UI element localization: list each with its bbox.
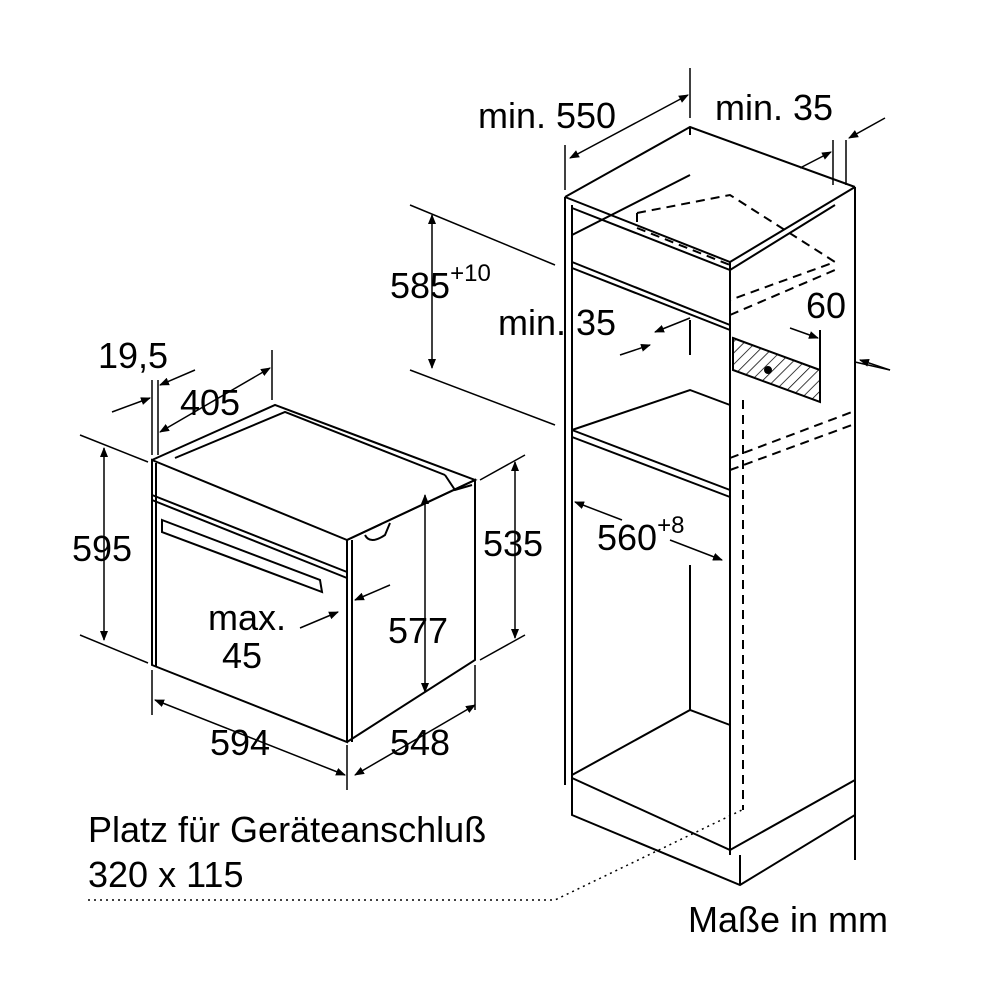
label-top-depth: 405 (180, 382, 241, 423)
label-handle-max: max. (208, 597, 287, 638)
niche-height-tolerance: +10 (450, 260, 491, 287)
cabinet (564, 125, 856, 887)
label-oven-height: 595 (72, 528, 133, 569)
dimension-lines (79, 68, 891, 901)
label-oven-width: 594 (210, 722, 271, 763)
note-units: Maße in mm (688, 899, 889, 940)
note-connection-size: 320 x 115 (88, 854, 244, 895)
note-connection-space: Platz für Geräteanschluß (88, 809, 487, 850)
label-niche-height: 585+10 (390, 262, 491, 306)
oven (151, 403, 478, 744)
niche-width-tolerance: +8 (657, 512, 685, 539)
label-niche-depth: min. 550 (478, 95, 617, 136)
label-shelf-gap: min. 35 (498, 302, 617, 343)
label-body-height: 535 (483, 523, 544, 564)
label-rear-gap: min. 35 (715, 87, 834, 128)
label-inner-height: 577 (388, 610, 449, 651)
label-oven-depth: 548 (390, 722, 451, 763)
label-handle-value: 45 (222, 635, 263, 676)
niche-height-value: 585 (390, 265, 451, 306)
label-niche-width: 560+8 (597, 514, 684, 558)
label-front-offset: 19,5 (98, 335, 169, 376)
label-vent-depth: 60 (806, 285, 847, 326)
niche-width-value: 560 (597, 517, 658, 558)
